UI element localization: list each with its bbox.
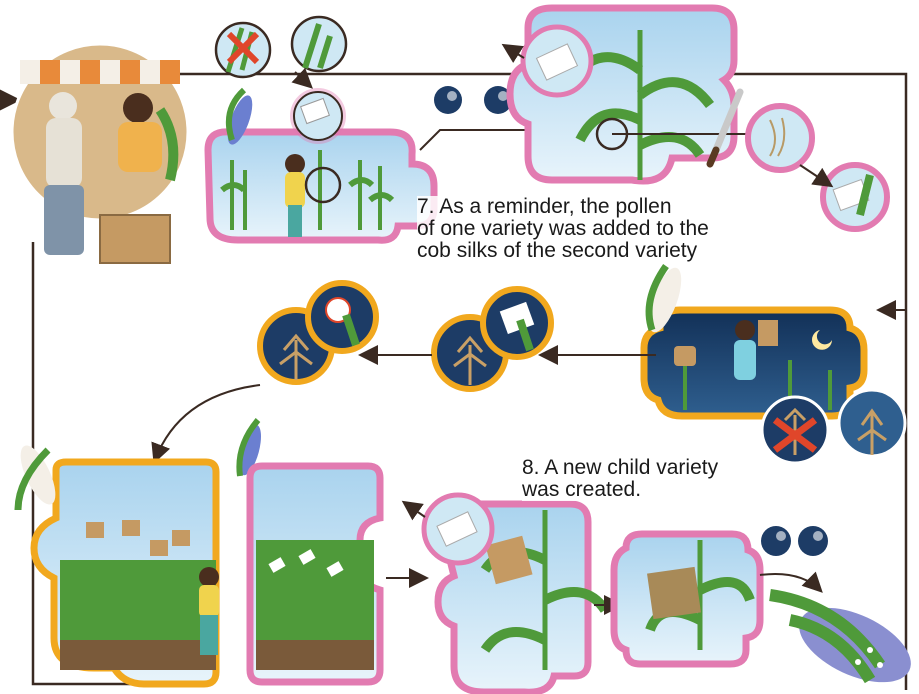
arrow-down-right — [880, 290, 906, 310]
step-7-line-3: cob silks of the second variety — [417, 240, 709, 262]
panel-night-bagging — [644, 310, 864, 416]
step-7-line-2: of one variety was added to the — [417, 218, 709, 240]
tassel-detail-circle — [292, 17, 346, 71]
rejected-self-pollination — [216, 23, 270, 77]
arrow-to-cob-circle — [800, 165, 830, 185]
rejected-tassel-circle — [762, 397, 828, 463]
tassel-bag-circle-right — [434, 289, 551, 389]
tassel-bag-circle-left — [260, 283, 376, 382]
panel-harvest-bag — [405, 495, 605, 692]
arrow-to-new-cob — [760, 574, 820, 590]
panel-field-selection — [208, 132, 434, 240]
panel-tagged-field — [250, 466, 380, 682]
step-8-line-2: was created. — [522, 479, 718, 501]
new-variety-cob — [770, 592, 919, 694]
tassel-night-circle — [839, 390, 905, 456]
step-8-line-1: 8. A new child variety — [522, 457, 718, 479]
panel-drying-bag — [614, 534, 760, 664]
panel-pollen-transfer — [505, 8, 760, 181]
moon-phases-bottom — [761, 526, 828, 556]
moon-phases-top — [434, 86, 512, 114]
step-7-caption: 7. As a reminder, the pollen of one vari… — [417, 196, 709, 262]
market-scene — [12, 44, 188, 263]
panel-bagged-field — [34, 462, 219, 684]
silks-detail-circle — [748, 106, 812, 170]
step-8-caption: 8. A new child variety was created. — [522, 457, 718, 501]
bagged-ear-circle — [290, 88, 346, 144]
cob-in-hand-circle — [823, 165, 887, 229]
step-7-line-1: 7. As a reminder, the pollen — [417, 196, 709, 218]
